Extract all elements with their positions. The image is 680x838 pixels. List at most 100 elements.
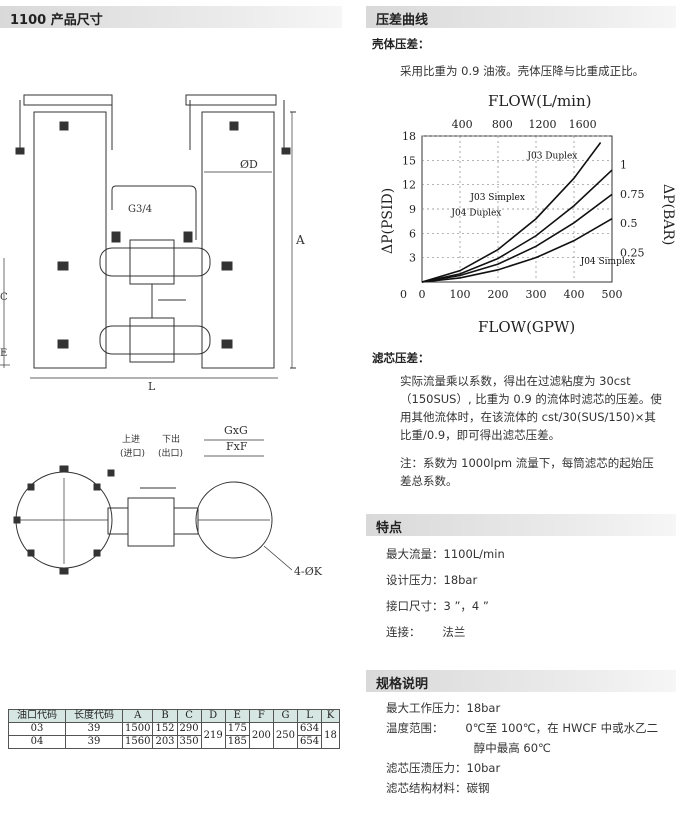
- right-flange-circle: [195, 481, 273, 559]
- table-cell: 654: [297, 735, 323, 749]
- features-section-title: 特点: [376, 521, 403, 536]
- right-tick-label: 1: [620, 158, 627, 171]
- specs-section-header: 规格说明: [366, 670, 676, 692]
- series-label: J03 Duplex: [526, 152, 577, 162]
- y-tick-label: 6: [409, 227, 416, 240]
- top-tick-label: 800: [492, 118, 513, 131]
- element-text-line: （150SUS）, 比重为 0.9 的流体时滤芯的压差。使: [400, 392, 662, 406]
- header-cell: 长度代码: [65, 709, 123, 723]
- specs-section-title: 规格说明: [376, 677, 429, 692]
- chart-y2label: ΔP(BAR): [660, 184, 676, 245]
- table-row: 04 39 1560 203 350 185 654: [8, 735, 340, 749]
- feature-item: 最大流量：1100L/min: [386, 547, 505, 561]
- x-tick-label: 400: [564, 288, 585, 301]
- series-label: J04 Simplex: [580, 257, 636, 267]
- inlet-label: 上进: [122, 434, 140, 445]
- header-cell: B: [152, 709, 178, 723]
- pressure-section-title: 压差曲线: [376, 13, 429, 28]
- pressure-section-header: 压差曲线: [366, 6, 676, 28]
- outlet-label: 下出: [162, 433, 180, 445]
- spec-item: 醇中最高 60℃: [386, 741, 551, 755]
- spec-item: 最大工作压力：18bar: [386, 701, 501, 715]
- note-text-line: 差总系数。: [400, 474, 458, 488]
- features-section-header: 特点: [366, 514, 676, 536]
- y-tick-label: 3: [409, 252, 416, 265]
- header-cell: K: [321, 709, 340, 723]
- right-canister: [201, 111, 275, 369]
- series-line: [421, 193, 613, 283]
- dim-l-label: L: [148, 380, 156, 393]
- right-tick-label: 0.5: [620, 217, 638, 230]
- series-label: J03 Simplex: [469, 193, 525, 203]
- top-tick-label: 400: [452, 118, 473, 131]
- element-text-line: 比重/0.9，即可得出滤芯压差。: [400, 428, 561, 442]
- header-cell: F: [248, 709, 274, 723]
- table-cell: 634: [297, 722, 323, 736]
- feature-item: 设计压力：18bar: [386, 573, 478, 587]
- top-tick-label: 1600: [569, 118, 597, 131]
- table-cell: 219: [200, 722, 226, 749]
- spec-item: 滤芯压溃压力：10bar: [386, 761, 501, 775]
- x-tick-label: 0: [419, 288, 426, 301]
- table-cell: 185: [224, 735, 250, 749]
- y-tick-label: 15: [402, 154, 416, 167]
- chart-xlabel: FLOW(GPW): [478, 318, 575, 336]
- series-line: [421, 169, 613, 283]
- table-cell: 175: [224, 722, 250, 736]
- feature-item: 连接： 法兰: [386, 625, 466, 639]
- table-cell: 1560: [121, 735, 154, 749]
- gxg-label: GxG: [224, 424, 248, 437]
- holes-label: 4-ØK: [294, 565, 323, 578]
- origin-label: 0: [400, 288, 407, 301]
- housing-pressure-text: 采用比重为 0.9 油液。壳体压降与比重成正比。: [400, 64, 645, 78]
- header-cell: C: [176, 709, 202, 723]
- x-tick-label: 200: [488, 288, 509, 301]
- table-cell: 39: [65, 735, 123, 749]
- series-label: J04 Duplex: [450, 208, 501, 218]
- x-tick-label: 500: [602, 288, 623, 301]
- dim-phid-label: ØD: [240, 158, 258, 171]
- header-cell: G: [272, 709, 299, 723]
- top-tick-label: 1200: [528, 118, 556, 131]
- outlet-sub-label: (出口): [158, 447, 183, 459]
- left-section-title: 1100 产品尺寸: [10, 13, 103, 28]
- spec-item: 温度范围： 0℃至 100℃，在 HWCF 中或水乙二: [386, 721, 659, 735]
- table-cell: 04: [8, 735, 66, 749]
- element-pressure-title: 滤芯压差：: [372, 351, 430, 365]
- left-section-header: 1100 产品尺寸: [0, 6, 342, 28]
- table-cell: 03: [8, 722, 66, 736]
- header-cell: D: [200, 709, 226, 723]
- x-tick-label: 300: [526, 288, 547, 301]
- dim-a-label: A: [295, 233, 305, 247]
- table-cell: 1500: [121, 722, 154, 736]
- table-cell: 200: [248, 722, 274, 749]
- filter-dimension-drawing: G3/4 A ØD L C E 上进 (进口) 下出 (出口) GxG FxF …: [0, 94, 323, 578]
- thread-label: G3/4: [128, 204, 152, 215]
- spec-item: 滤芯结构材料：碳钢: [386, 781, 490, 795]
- table-cell: 203: [152, 735, 178, 749]
- element-text-line: 用其他流体时，在该流体的 cst/30(SUS/150)×其: [400, 410, 656, 424]
- housing-pressure-title: 壳体压差：: [372, 37, 430, 51]
- header-cell: A: [121, 709, 154, 723]
- table-cell: 350: [176, 735, 202, 749]
- inlet-sub-label: (进口): [120, 448, 145, 459]
- y-tick-label: 12: [402, 179, 416, 192]
- right-tick-label: 0.75: [620, 188, 645, 201]
- table-cell: 250: [272, 722, 299, 749]
- table-cell: 39: [65, 722, 123, 736]
- header-cell: L: [297, 709, 323, 723]
- right-tick-label: 0.25: [620, 247, 645, 260]
- dim-c-label: C: [0, 292, 8, 303]
- dimension-table-header: 油口代码 长度代码 A B C D E F G L K: [8, 709, 340, 723]
- table-cell: 290: [176, 722, 202, 736]
- left-canister: [33, 111, 107, 369]
- table-cell: 152: [152, 722, 178, 736]
- series-line: [421, 218, 613, 283]
- feature-item: 接口尺寸：3 ”，4 ”: [386, 599, 489, 613]
- note-text-line: 注：系数为 1000lpm 流量下，每筒滤芯的起始压: [400, 456, 654, 470]
- dim-e-label: E: [0, 348, 7, 359]
- table-cell: 18: [321, 722, 340, 749]
- element-text-line: 实际流量乘以系数，得出在过滤粘度为 30cst: [400, 374, 631, 388]
- x-tick-label: 100: [450, 288, 471, 301]
- table-row: 03 39 1500 152 290 219 175 200 250 634 1…: [8, 722, 340, 749]
